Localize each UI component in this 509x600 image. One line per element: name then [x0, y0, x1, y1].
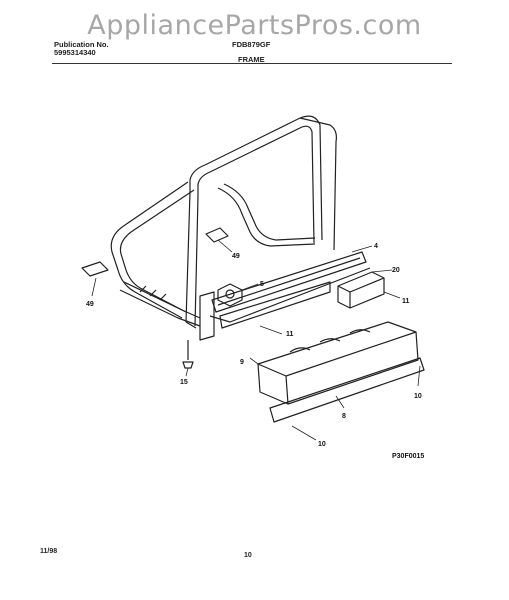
part-8-toe-kick — [257, 321, 425, 423]
publication-label: Publication No. — [54, 40, 109, 49]
callout-10-right: 10 — [414, 393, 422, 400]
frame-tube-inner — [217, 183, 316, 247]
frame-tube-top — [299, 117, 337, 251]
model-number: FDB879GF — [232, 40, 271, 49]
footer-page-number: 10 — [244, 552, 252, 559]
callout-11-upper: 11 — [402, 298, 410, 305]
callout-5: 5 — [260, 281, 264, 288]
frame-tube-left — [110, 181, 195, 319]
frame-tube-rear — [189, 115, 323, 244]
part-5-bracket — [217, 283, 243, 307]
figure-code: P30F0015 — [392, 453, 424, 460]
callout-20: 20 — [392, 267, 400, 274]
callout-49-right: 49 — [232, 253, 240, 260]
leader-lines — [91, 239, 421, 441]
callout-49-left: 49 — [86, 301, 94, 308]
frame-tube-side — [185, 191, 199, 329]
section-title: FRAME — [238, 55, 265, 64]
part-15-screw — [182, 340, 194, 369]
watermark: AppliancePartsPros.com — [87, 10, 422, 41]
part-20-block — [337, 271, 385, 309]
frame-rail-lower — [119, 281, 201, 327]
callout-11-lower: 11 — [286, 331, 294, 338]
part-49-foot-right — [205, 227, 229, 243]
part-49-foot-left — [81, 261, 109, 277]
callout-15: 15 — [180, 379, 188, 386]
callout-9: 9 — [240, 359, 244, 366]
header-rule — [52, 63, 452, 64]
callout-8: 8 — [342, 413, 346, 420]
footer-date: 11/98 — [40, 548, 58, 555]
bracket-plate — [199, 281, 331, 341]
callout-4: 4 — [374, 243, 378, 250]
callout-10-lower: 10 — [318, 441, 326, 448]
publication-number: 5995314340 — [54, 48, 96, 57]
